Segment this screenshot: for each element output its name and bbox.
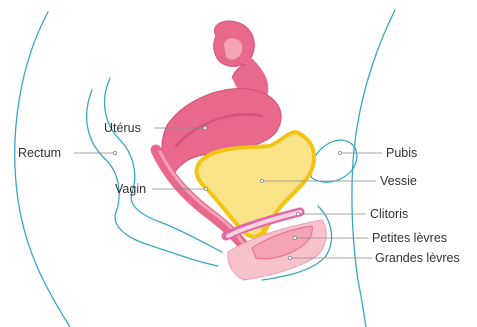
clitoris-label: Clitoris [370,207,408,221]
rectum-dot [113,151,116,154]
bladder-dot [260,179,263,182]
labia-minora-dot [293,236,296,239]
labia-majora-label: Grandes lèvres [375,251,460,265]
labia-minora-label: Petites lèvres [372,231,447,245]
front-abdomen [352,10,395,327]
pubis-label: Pubis [386,146,417,160]
labia-majora-dot [288,256,291,259]
rectum-label: Rectum [18,146,61,160]
back-contour [15,12,70,327]
fallopian-tube [214,21,262,98]
uterus-dot [203,126,206,129]
vagina-label: Vagin [115,182,146,196]
pubic-bone [310,140,356,182]
pubis-dot [338,151,341,154]
bladder-label: Vessie [380,174,417,188]
clitoris-dot [296,212,299,215]
vagina-dot [204,187,207,190]
uterus-label: Utérus [104,121,141,135]
